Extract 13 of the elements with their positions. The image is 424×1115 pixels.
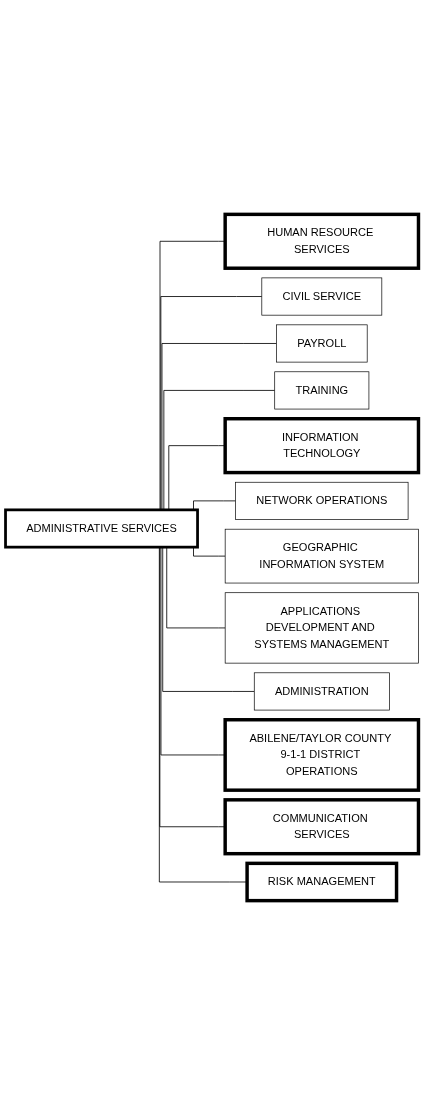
node-box: NETWORK OPERATIONS	[235, 481, 409, 520]
node-box: RISK MANAGEMENT	[245, 861, 399, 903]
node-box: TRAINING	[274, 371, 370, 410]
node-box: APPLICATIONS DEVELOPMENT AND SYSTEMS MANAGEMENT	[224, 592, 419, 664]
node-box: ADMINISTRATION	[253, 672, 390, 711]
node-box: INFORMATION TECHNOLOGY	[223, 417, 421, 475]
node-box: ABILENE/TAYLOR COUNTY 9-1-1 DISTRICT OPERATIONS	[223, 718, 421, 792]
node-box: GEOGRAPHIC INFORMATION SYSTEM	[224, 528, 419, 584]
node-box: COMMUNICATION SERVICES	[223, 798, 421, 856]
node-box: ADMINISTRATIVE SERVICES	[4, 508, 199, 549]
node-box: PAYROLL	[276, 324, 368, 363]
node-box: HUMAN RESOURCE SERVICES	[223, 212, 421, 270]
node-box: CIVIL SERVICE	[261, 277, 383, 316]
